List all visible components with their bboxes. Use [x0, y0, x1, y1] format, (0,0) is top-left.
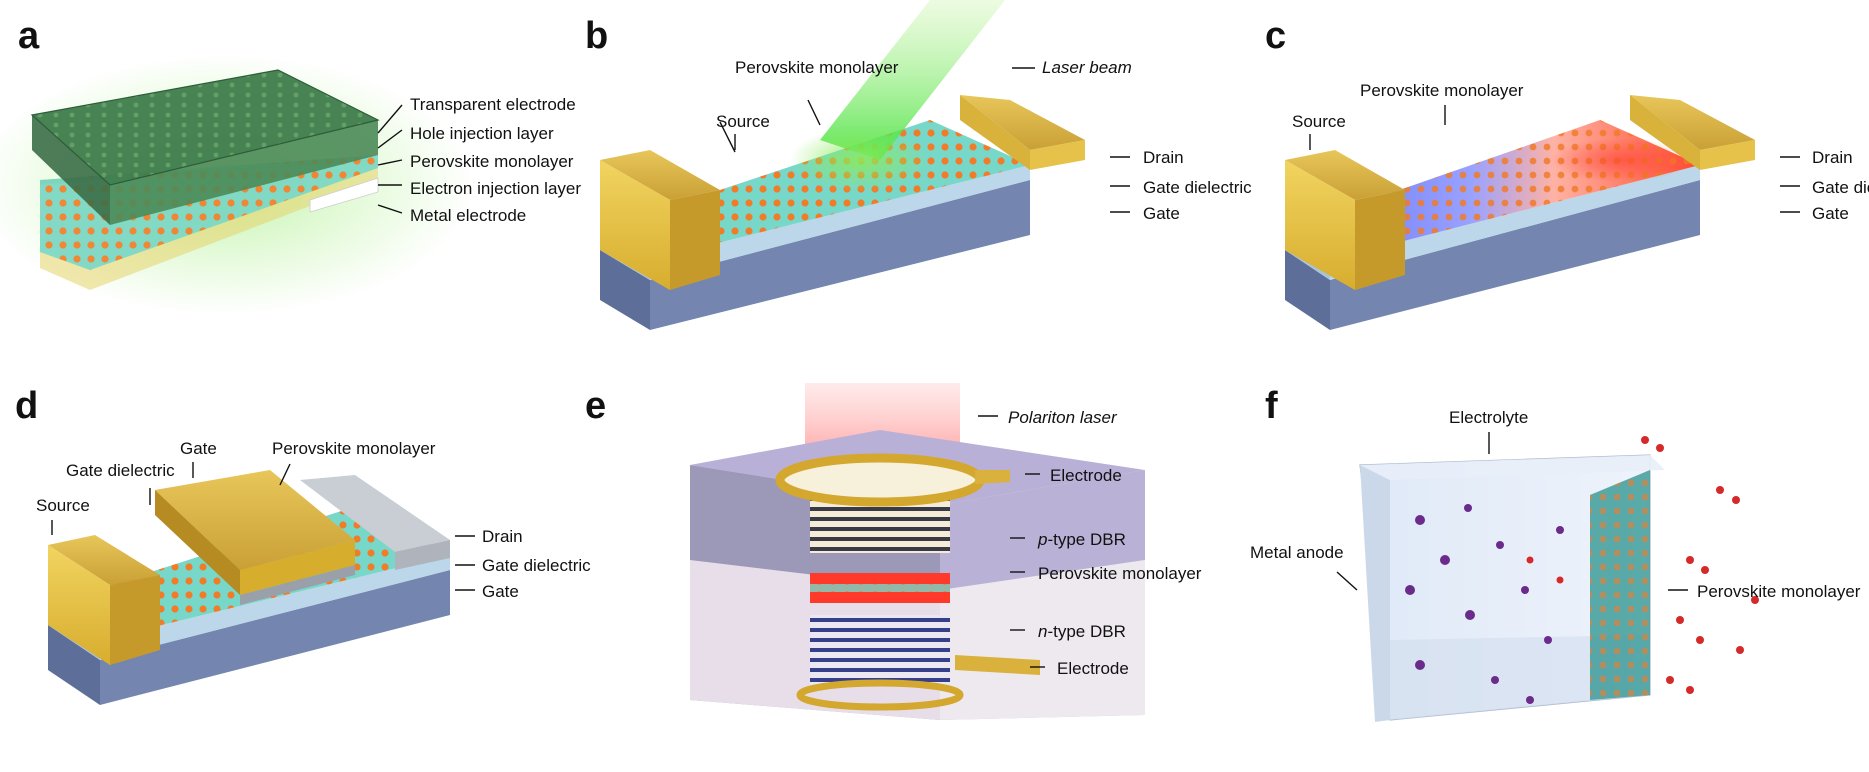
label-metal-electrode: Metal electrode [410, 206, 526, 225]
source-electrode-d [48, 545, 110, 665]
panel-f: f Electrolyte M [1250, 385, 1861, 722]
label-hole-injection-layer: Hole injection layer [410, 124, 554, 143]
panel-letter-c: c [1265, 15, 1286, 57]
label-perovskite-monolayer-b: Perovskite monolayer [735, 58, 899, 77]
label-perovskite-monolayer-d: Perovskite monolayer [272, 439, 436, 458]
drain-electrode-b [960, 95, 1085, 150]
anion-particles [1405, 504, 1564, 704]
panel-letter-a: a [18, 15, 40, 57]
top-gate-electrode [155, 470, 355, 570]
top-ring-electrode [775, 453, 985, 507]
label-p-type-dbr: p-type DBR [1037, 530, 1126, 549]
gate-layer-d [100, 570, 450, 705]
label-gate-c: Gate [1812, 204, 1849, 223]
label-source-b: Source [716, 112, 770, 131]
panel-letter-e: e [585, 385, 606, 427]
label-perovskite-monolayer-a: Perovskite monolayer [410, 152, 574, 171]
label-source-d: Source [36, 496, 90, 515]
label-perovskite-monolayer-e: Perovskite monolayer [1038, 564, 1202, 583]
panel-e: e [585, 383, 1202, 720]
laser-beam [820, 0, 1005, 160]
panel-d: d Gate Gate dielectric Perovskite monola… [15, 385, 591, 705]
label-metal-anode: Metal anode [1250, 543, 1344, 562]
label-polariton-laser: Polariton laser [1008, 408, 1118, 427]
transparent-electrode-top [32, 70, 378, 185]
label-n-type-dbr: n-type DBR [1038, 622, 1126, 641]
panel-letter-b: b [585, 15, 608, 57]
label-electrolyte: Electrolyte [1449, 408, 1528, 427]
source-electrode-b [600, 160, 670, 290]
dbr-stack [810, 495, 950, 685]
label-electron-injection-layer: Electron injection layer [410, 179, 581, 198]
label-electrode-bottom-e: Electrode [1057, 659, 1129, 678]
panel-a: a Transparent electrode Hole injection l… [0, 15, 581, 315]
label-drain-d: Drain [482, 527, 523, 546]
label-gate-dielectric-top: Gate dielectric [66, 461, 175, 480]
label-gate-dielectric-c: Gate dielectric [1812, 178, 1869, 197]
label-perovskite-monolayer-f: Perovskite monolayer [1697, 582, 1861, 601]
label-electrode-top-e: Electrode [1050, 466, 1122, 485]
panel-b: b Perovskite monolayer Laser beam Source… [585, 0, 1252, 330]
drain-electrode-c [1630, 95, 1755, 150]
label-drain-b: Drain [1143, 148, 1184, 167]
gate-layer-b [650, 180, 1030, 330]
source-electrode-c [1285, 160, 1355, 290]
panel-c: c Perovskite monolayer Source Drain Gate… [1265, 15, 1869, 330]
panel-letter-d: d [15, 385, 38, 427]
label-gate-d: Gate [482, 582, 519, 601]
label-transparent-electrode: Transparent electrode [410, 95, 576, 114]
label-gate-dielectric-d: Gate dielectric [482, 556, 591, 575]
label-source-c: Source [1292, 112, 1346, 131]
gate-layer-c [1330, 180, 1700, 330]
label-top-gate: Gate [180, 439, 217, 458]
label-drain-c: Drain [1812, 148, 1853, 167]
bottom-ring-electrode [796, 679, 964, 711]
panel-letter-f: f [1265, 385, 1278, 427]
label-gate-b: Gate [1143, 204, 1180, 223]
label-gate-dielectric-b: Gate dielectric [1143, 178, 1252, 197]
drain-electrode-d [300, 475, 450, 552]
label-perovskite-monolayer-c: Perovskite monolayer [1360, 81, 1524, 100]
label-laser-beam: Laser beam [1042, 58, 1132, 77]
cation-particles [1526, 436, 1759, 694]
